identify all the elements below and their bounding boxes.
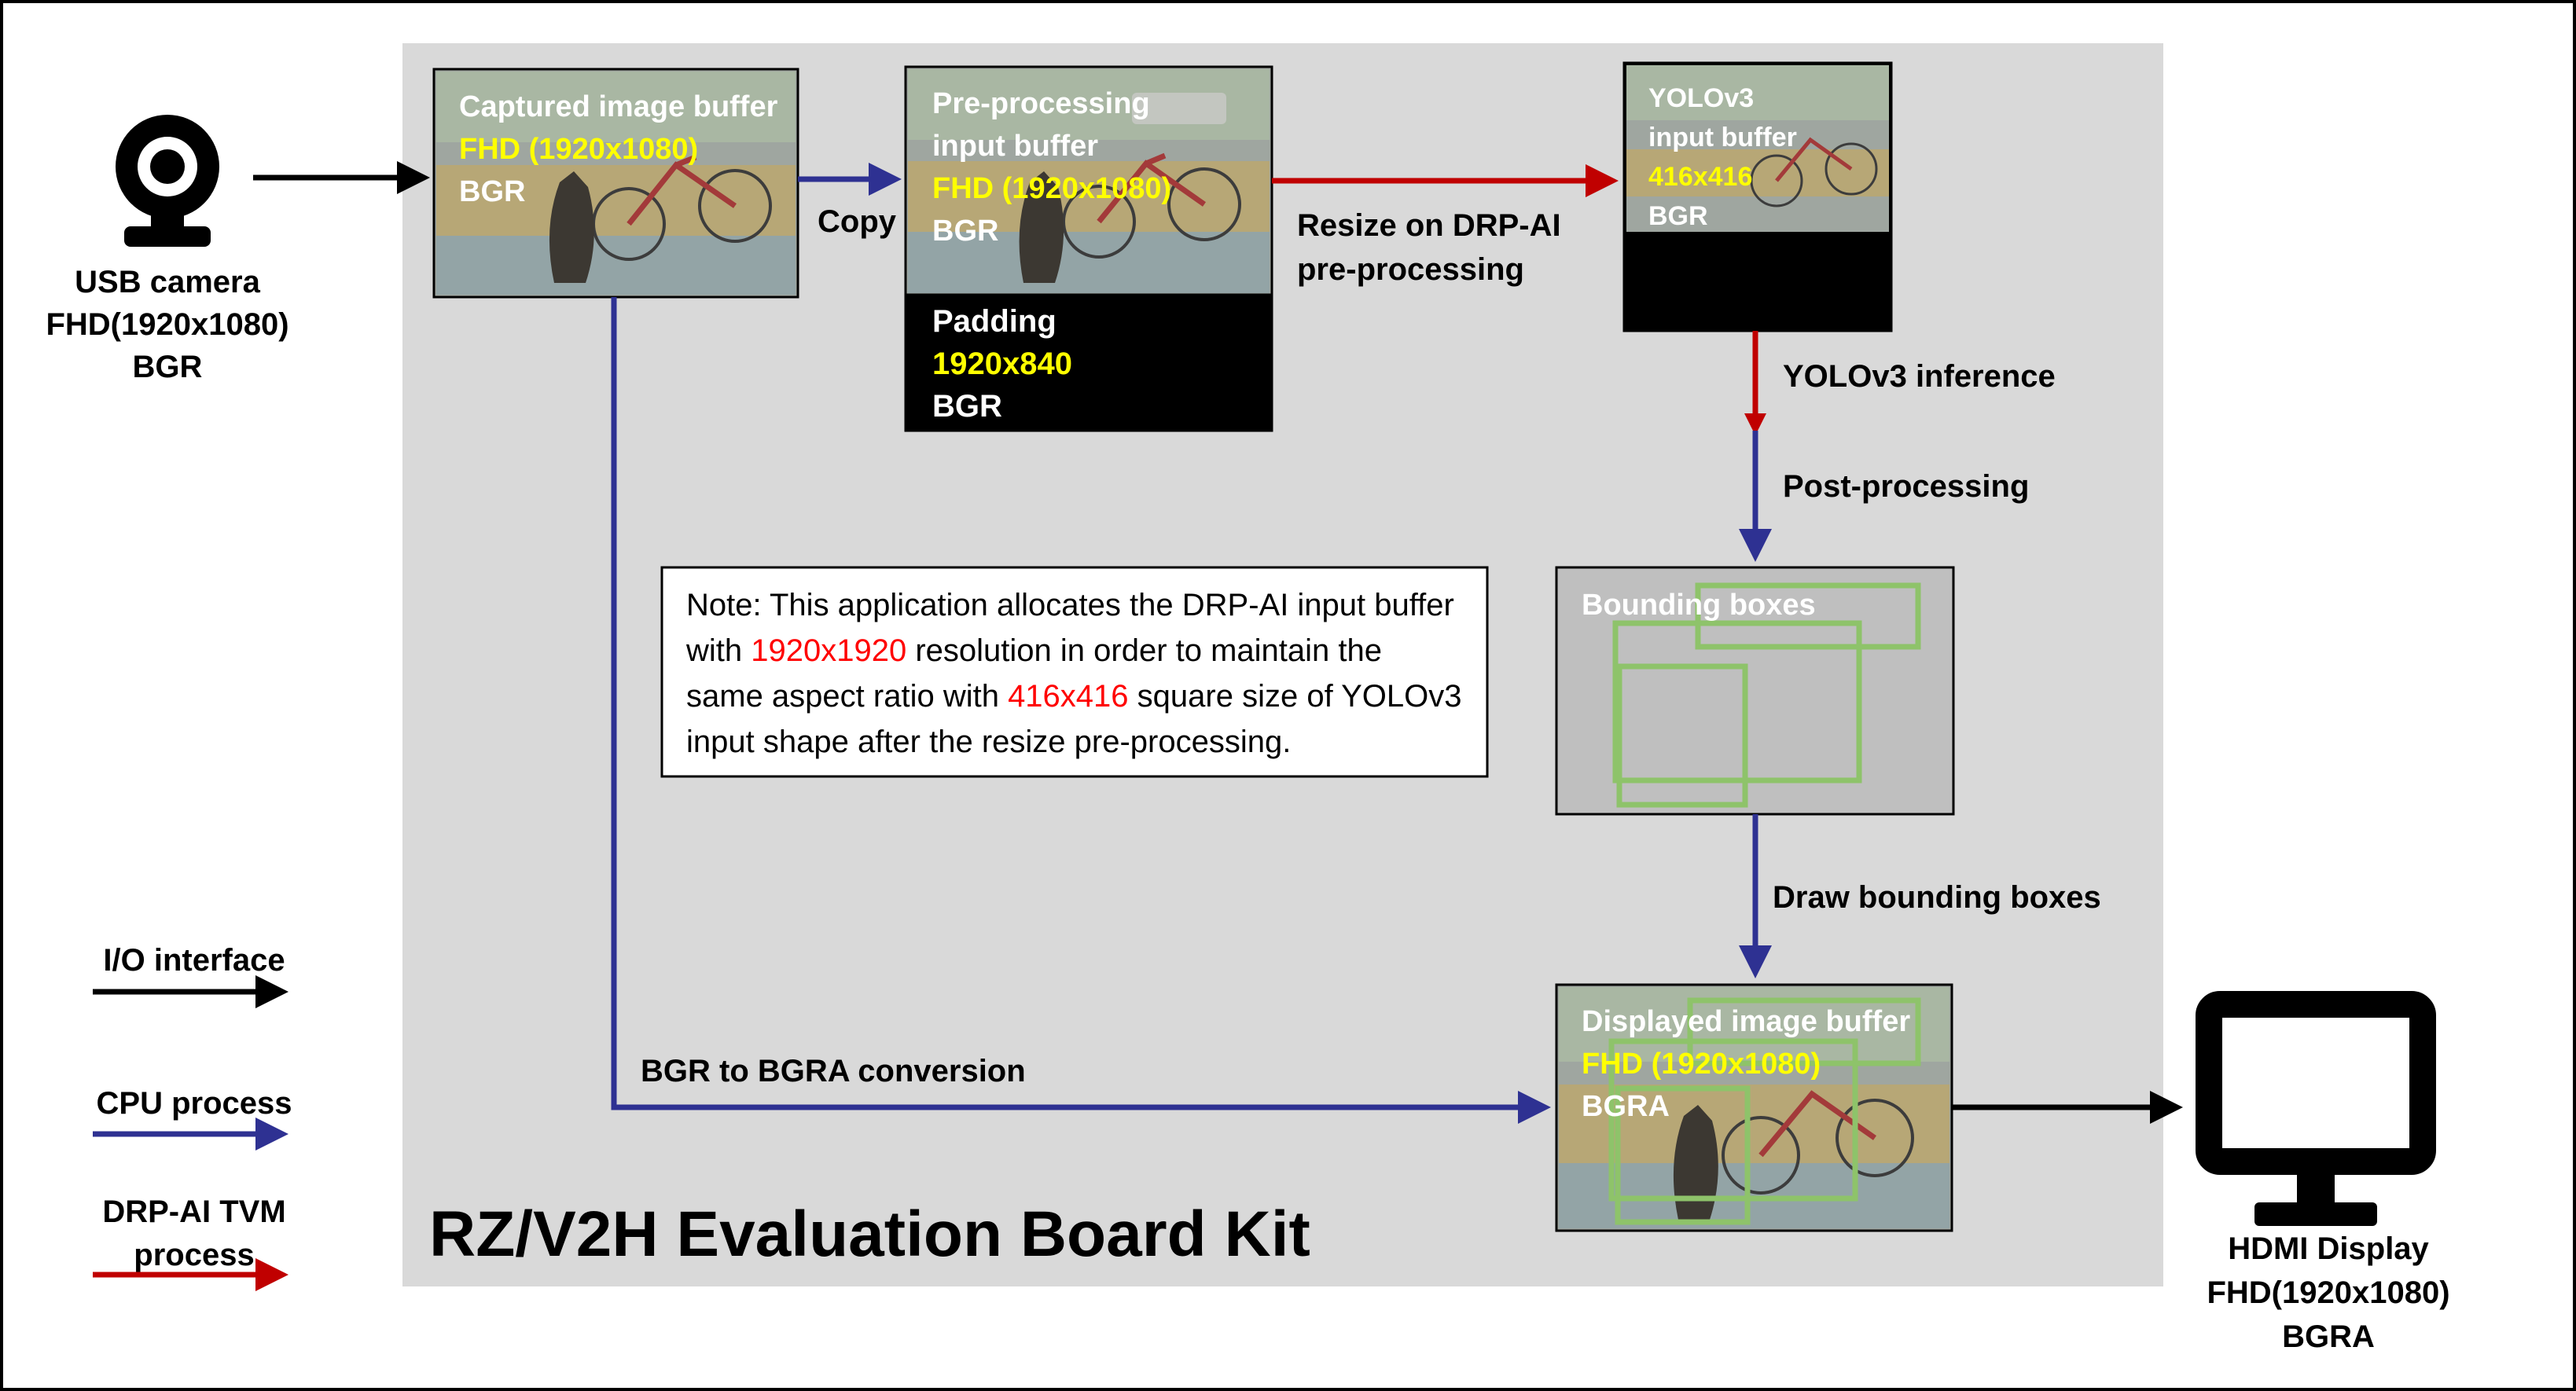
usb-camera-label: USB camera xyxy=(75,265,260,299)
yolo-buffer-title-line1: YOLOv3 xyxy=(1648,83,1754,113)
displayed-buffer-title: Displayed image buffer xyxy=(1582,1005,1910,1038)
webcam-icon xyxy=(116,115,219,247)
hdmi-display-label: HDMI Display xyxy=(2228,1231,2429,1266)
bounding-boxes-title: Bounding boxes xyxy=(1582,589,1816,622)
bounding-boxes-buffer: Bounding boxes xyxy=(1555,566,1955,816)
hdmi-display-format: BGRA xyxy=(2282,1319,2375,1354)
note-line-2: with 1920x1920 resolution in order to ma… xyxy=(685,633,1382,668)
copy-step-label: Copy xyxy=(818,204,897,239)
displayed-image-buffer: Displayed image buffer FHD (1920x1080) B… xyxy=(1555,983,1953,1232)
padding-region: Padding 1920x840 BGR xyxy=(904,293,1273,432)
hdmi-display-resolution: FHD(1920x1080) xyxy=(2207,1275,2449,1310)
padding-title: Padding xyxy=(932,304,1056,339)
captured-buffer-resolution: FHD (1920x1080) xyxy=(459,133,698,166)
preprocess-buffer-format: BGR xyxy=(932,215,998,248)
captured-image-buffer: Captured image buffer FHD (1920x1080) BG… xyxy=(432,68,799,299)
draw-step-label: Draw bounding boxes xyxy=(1773,880,2101,915)
note-line-1: Note: This application allocates the DRP… xyxy=(686,588,1454,622)
bgr-to-bgra-arrow xyxy=(611,297,1551,1124)
yolo-buffer-resolution: 416x416 xyxy=(1648,162,1752,192)
yolov3-input-buffer: YOLOv3 input buffer 416x416 BGR xyxy=(1622,61,1893,332)
usb-camera-resolution: FHD(1920x1080) xyxy=(46,307,288,342)
displayed-buffer-format: BGRA xyxy=(1582,1090,1670,1123)
displayed-buffer-resolution: FHD (1920x1080) xyxy=(1582,1048,1821,1081)
inference-step-label: YOLOv3 inference xyxy=(1783,359,2056,394)
yolo-buffer-title-line2: input buffer xyxy=(1648,123,1797,152)
note-line-4: input shape after the resize pre-process… xyxy=(686,725,1291,759)
legend-io-label: I/O interface xyxy=(103,943,285,978)
captured-buffer-format: BGR xyxy=(459,175,525,208)
padding-resolution: 1920x840 xyxy=(932,347,1072,381)
usb-camera-format: BGR xyxy=(133,350,203,384)
preprocess-buffer-resolution: FHD (1920x1080) xyxy=(932,172,1171,205)
preprocess-buffer-title-line1: Pre-processing xyxy=(932,87,1150,120)
preprocessing-input-buffer: Pre-processing input buffer FHD (1920x10… xyxy=(904,65,1273,296)
convert-step-label: BGR to BGRA conversion xyxy=(641,1054,1026,1088)
padding-format: BGR xyxy=(932,389,1002,424)
note-line-3: same aspect ratio with 416x416 square si… xyxy=(686,679,1461,714)
legend-cpu-label: CPU process xyxy=(97,1086,292,1121)
legend-drp-label-line1: DRP-AI TVM xyxy=(102,1195,285,1229)
captured-buffer-title: Captured image buffer xyxy=(459,90,778,123)
yolo-buffer-format: BGR xyxy=(1648,201,1708,231)
board-title: RZ/V2H Evaluation Board Kit xyxy=(429,1198,1310,1270)
preprocess-buffer-title-line2: input buffer xyxy=(932,130,1098,163)
postprocess-step-label: Post-processing xyxy=(1783,469,2029,504)
monitor-icon xyxy=(2196,991,2436,1226)
legend-drp-label-line2: process xyxy=(134,1238,254,1272)
note-box: Note: This application allocates the DRP… xyxy=(660,566,1489,778)
resize-step-label-line2: pre-processing xyxy=(1297,252,1524,287)
legend: I/O interface CPU process DRP-AI TVM pro… xyxy=(93,943,292,1291)
resize-step-label-line1: Resize on DRP-AI xyxy=(1297,208,1561,243)
